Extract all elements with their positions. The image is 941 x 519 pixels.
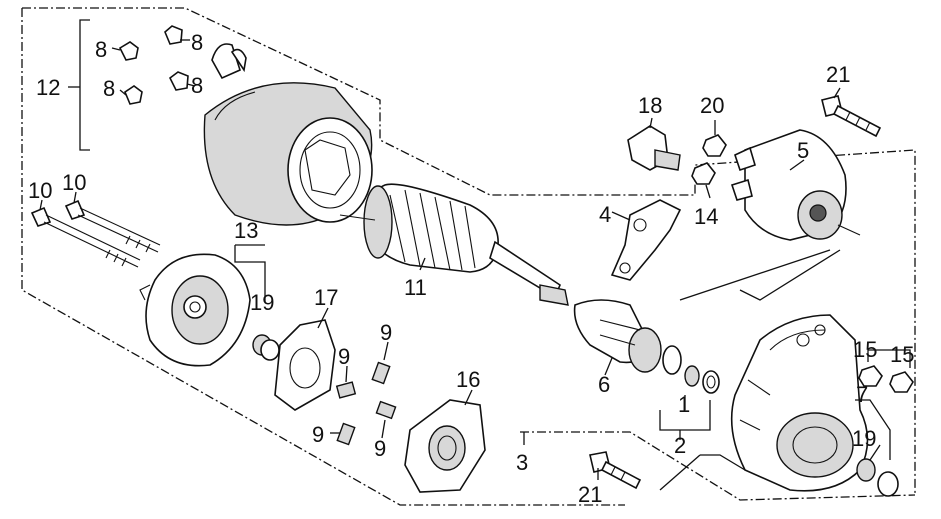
brush-plate-17 xyxy=(274,319,336,411)
brush-clip-8b xyxy=(164,25,183,45)
callout-8b: 8 xyxy=(191,30,203,55)
pinion-clutch xyxy=(573,299,662,373)
assembly-frame xyxy=(21,7,916,506)
spring-9b xyxy=(335,381,357,399)
bushing-19-left xyxy=(252,334,280,361)
nut-20 xyxy=(702,134,727,157)
callout-9b: 9 xyxy=(338,344,350,369)
callout-12: 12 xyxy=(36,75,60,100)
callout-10a: 10 xyxy=(28,178,52,203)
callout-19b: 19 xyxy=(852,426,876,451)
callout-19a: 19 xyxy=(250,290,274,315)
callout-6: 6 xyxy=(598,372,610,397)
callout-21a: 21 xyxy=(826,62,850,87)
callout-10b: 10 xyxy=(62,170,86,195)
callout-18: 18 xyxy=(638,93,662,118)
spring-9a xyxy=(371,361,391,385)
through-bolt-21-top xyxy=(821,95,882,138)
spring-9d xyxy=(336,422,356,446)
drive-housing xyxy=(730,314,869,492)
armature xyxy=(339,183,569,306)
brush-clip-8d xyxy=(168,71,189,91)
nut-15b xyxy=(889,371,914,393)
brush-clip-8c xyxy=(124,85,143,105)
solenoid-switch xyxy=(730,129,861,241)
callout-21b: 21 xyxy=(578,482,602,507)
callout-7: 7 xyxy=(856,382,868,407)
leader-lines xyxy=(39,19,911,491)
callout-4: 4 xyxy=(599,202,611,227)
callout-8a: 8 xyxy=(95,37,107,62)
callout-5: 5 xyxy=(797,138,809,163)
callout-17: 17 xyxy=(314,285,338,310)
brush-holder-16 xyxy=(404,399,486,493)
yoke-assembly xyxy=(203,43,373,226)
long-bolt-10a xyxy=(30,206,141,268)
terminal-18 xyxy=(627,125,681,171)
callout-14: 14 xyxy=(694,204,718,229)
callout-15b: 15 xyxy=(890,342,914,367)
spring-9c xyxy=(375,400,397,420)
nut-15a xyxy=(858,365,883,387)
callout-8d: 8 xyxy=(191,73,203,98)
through-bolt-21-bottom xyxy=(589,451,642,490)
washer-set xyxy=(662,345,720,394)
callout-9c: 9 xyxy=(374,436,386,461)
nut-14 xyxy=(691,162,716,185)
callout-15a: 15 xyxy=(853,337,877,362)
brush-clip-8a xyxy=(118,41,139,61)
callout-labels: 1 2 3 4 5 6 7 8 8 8 8 9 9 9 9 10 10 11 1… xyxy=(28,30,914,507)
callout-2: 2 xyxy=(674,433,686,458)
bushing-19-right xyxy=(856,458,899,497)
callout-16: 16 xyxy=(456,367,480,392)
callout-11: 11 xyxy=(404,275,427,300)
callout-13: 13 xyxy=(234,218,258,243)
callout-1: 1 xyxy=(678,392,690,417)
callout-3: 3 xyxy=(516,450,528,475)
shift-lever-4 xyxy=(610,199,682,281)
callout-8c: 8 xyxy=(103,76,115,101)
callout-9d: 9 xyxy=(312,422,324,447)
long-bolt-10b xyxy=(64,199,161,253)
callout-9a: 9 xyxy=(380,320,392,345)
end-cover xyxy=(139,253,251,367)
callout-20: 20 xyxy=(700,93,724,118)
